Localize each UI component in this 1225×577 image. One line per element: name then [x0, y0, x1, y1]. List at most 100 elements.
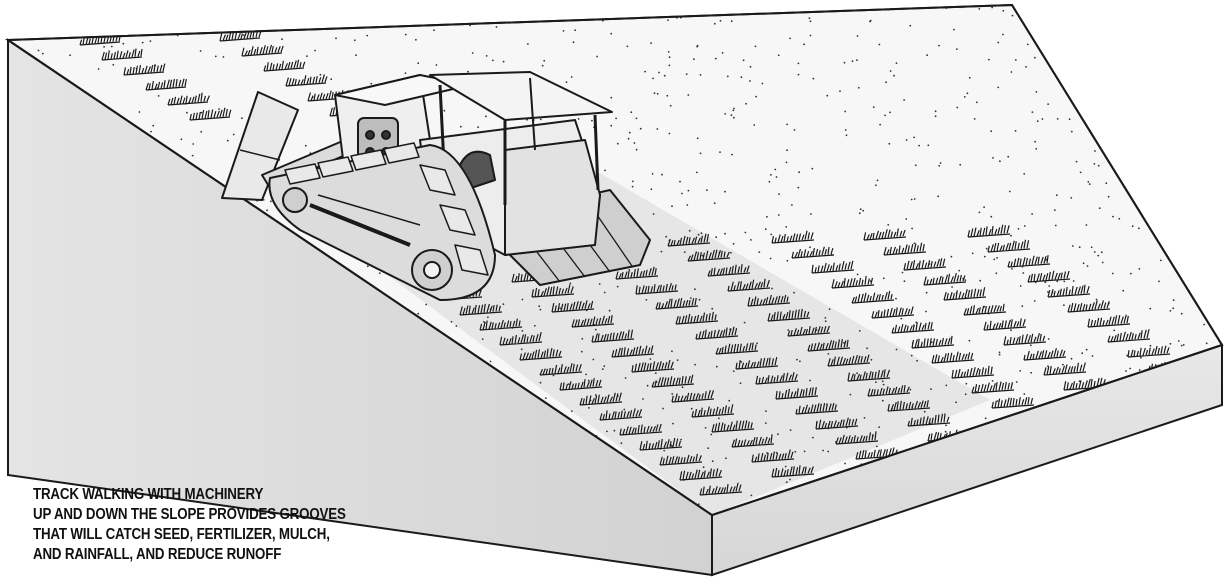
speckle — [1118, 218, 1120, 220]
speckle — [789, 38, 791, 40]
speckle — [669, 65, 671, 67]
speckle — [627, 46, 629, 48]
speckle — [650, 42, 652, 44]
speckle — [938, 45, 940, 47]
speckle — [1087, 265, 1089, 267]
speckle — [599, 283, 601, 285]
speckle — [829, 308, 831, 310]
speckle — [900, 318, 902, 320]
speckle — [797, 187, 799, 189]
speckle — [911, 355, 913, 357]
speckle — [689, 230, 691, 232]
speckle — [890, 70, 892, 72]
caption-line-3: THAT WILL CATCH SEED, FERTILIZER, MULCH, — [33, 525, 346, 545]
speckle — [1094, 163, 1096, 165]
speckle — [793, 292, 795, 294]
speckle — [762, 83, 764, 85]
speckle — [1019, 370, 1021, 372]
speckle — [477, 126, 479, 128]
speckle — [935, 110, 937, 112]
speckle — [650, 358, 652, 360]
speckle — [904, 280, 906, 282]
speckle — [306, 55, 308, 57]
speckle — [456, 325, 458, 327]
speckle — [1010, 329, 1012, 331]
speckle — [1056, 194, 1058, 196]
speckle — [614, 430, 616, 432]
speckle — [999, 160, 1001, 162]
speckle — [731, 154, 733, 156]
speckle — [997, 87, 999, 89]
speckle — [200, 50, 202, 52]
speckle — [417, 313, 419, 315]
speckle — [813, 78, 815, 80]
speckle — [1011, 71, 1013, 73]
speckle — [727, 76, 729, 78]
speckle — [955, 401, 957, 403]
speckle — [724, 191, 726, 193]
speckle — [628, 138, 630, 140]
speckle — [444, 110, 446, 112]
speckle — [150, 131, 152, 133]
speckle — [728, 400, 730, 402]
speckle — [895, 298, 897, 300]
speckle — [366, 35, 368, 37]
speckle — [884, 115, 886, 117]
speckle — [825, 320, 827, 322]
speckle — [744, 322, 746, 324]
speckle — [694, 288, 696, 290]
speckle — [786, 162, 788, 164]
speckle — [688, 190, 690, 192]
speckle — [758, 251, 760, 253]
speckle — [1002, 10, 1004, 12]
speckle — [771, 288, 773, 290]
speckle — [687, 94, 689, 96]
speckle — [794, 451, 796, 453]
speckle — [553, 375, 555, 377]
speckle — [566, 81, 568, 83]
speckle — [789, 479, 791, 481]
speckle — [883, 277, 885, 279]
speckle — [1034, 300, 1036, 302]
speckle — [1102, 262, 1104, 264]
speckle — [697, 45, 699, 47]
speckle — [743, 59, 745, 61]
speckle — [636, 149, 638, 151]
speckle — [993, 259, 995, 261]
speckle — [122, 43, 124, 45]
speckle — [809, 380, 811, 382]
speckle — [858, 87, 860, 89]
speckle — [1021, 305, 1023, 307]
speckle — [1150, 345, 1152, 347]
speckle — [1140, 357, 1142, 359]
speckle — [749, 80, 751, 82]
speckle — [798, 74, 800, 76]
speckle — [668, 51, 670, 53]
speckle — [856, 372, 858, 374]
speckle — [642, 398, 644, 400]
speckle — [667, 19, 669, 21]
speckle — [958, 270, 960, 272]
speckle — [671, 393, 673, 395]
speckle — [596, 56, 598, 58]
speckle — [1099, 207, 1101, 209]
speckle — [1020, 285, 1022, 287]
speckle — [706, 189, 708, 191]
speckle — [700, 153, 702, 155]
speckle — [1063, 304, 1065, 306]
speckle — [790, 429, 792, 431]
speckle — [720, 20, 722, 22]
speckle — [730, 252, 732, 254]
speckle — [810, 20, 812, 22]
speckle — [1072, 245, 1074, 247]
speckle — [460, 126, 462, 128]
speckle — [1016, 381, 1018, 383]
speckle — [786, 481, 788, 483]
speckle — [1023, 393, 1025, 395]
speckle — [1083, 262, 1085, 264]
speckle — [852, 60, 854, 62]
speckle — [906, 139, 908, 141]
speckle — [538, 305, 540, 307]
speckle — [684, 251, 686, 253]
speckle — [602, 368, 604, 370]
